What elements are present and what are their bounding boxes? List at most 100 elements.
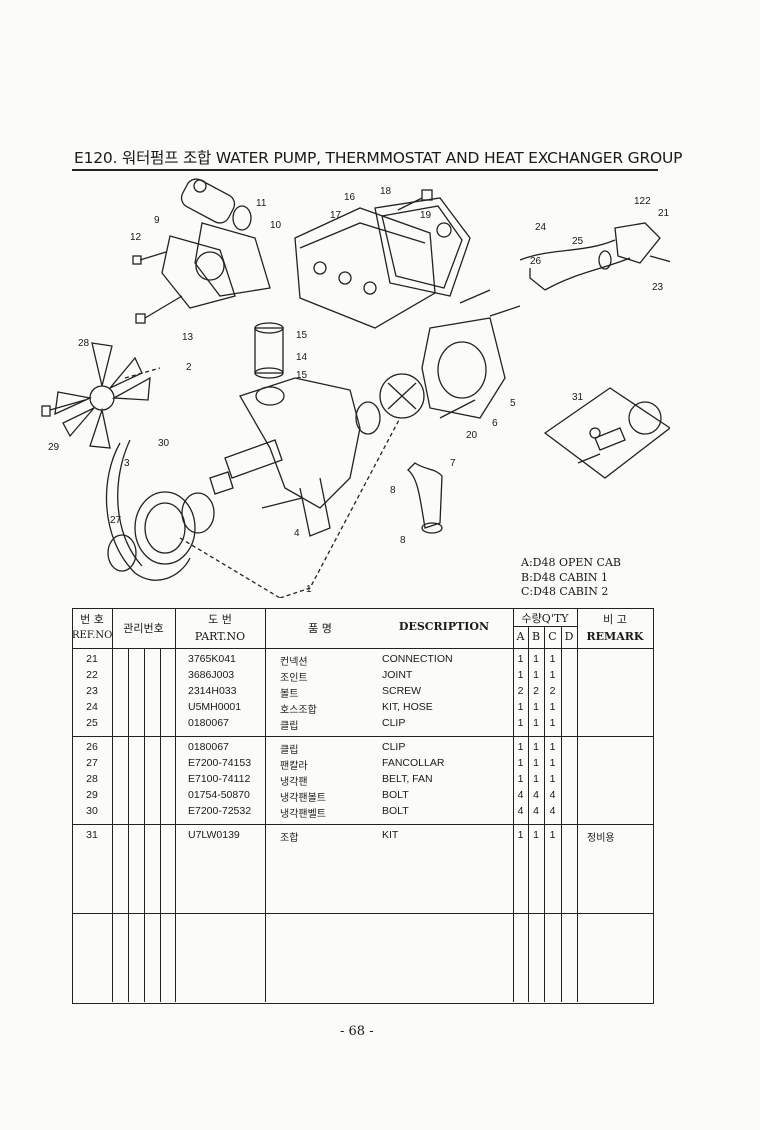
cell-name: 호스조합: [280, 705, 317, 716]
callout-23: 23: [652, 282, 664, 293]
cell-ref: 27: [86, 757, 98, 769]
callout-20: 20: [466, 430, 478, 441]
diagram-callouts: 11 10 9 12 13 16 17 18 19 122 21 24 25 2…: [48, 186, 670, 595]
callout-8a: 8: [390, 485, 396, 496]
callout-6: 6: [492, 418, 498, 429]
cell-name: 냉각팬벨트: [280, 809, 326, 820]
callout-25: 25: [572, 236, 584, 247]
cell-desc: BOLT: [382, 789, 409, 801]
header-qty-a: A: [516, 630, 525, 643]
cell-c: 1: [549, 717, 556, 729]
callout-30: 30: [158, 438, 170, 449]
page-number: - 68 -: [340, 1024, 374, 1039]
cell-ref: 28: [86, 773, 98, 785]
title-rule: [72, 169, 658, 171]
cell-b: 1: [533, 741, 539, 753]
cell-part: U5MH0001: [188, 701, 242, 713]
cell-c: 1: [549, 653, 556, 665]
cell-c: 1: [549, 757, 556, 769]
legend-c: C:D48 CABIN 2: [521, 585, 609, 598]
header-ref-en: REF.NO: [72, 630, 113, 641]
cell-b: 4: [533, 805, 539, 817]
cell-name: 팬칼라: [280, 761, 308, 772]
cell-b: 1: [533, 701, 539, 713]
cell-part: 2314H033: [188, 685, 237, 697]
callout-18: 18: [380, 186, 392, 197]
cell-desc: JOINT: [382, 669, 413, 681]
header-part-kr: 도 번: [208, 613, 232, 626]
cell-c: 4: [549, 805, 556, 817]
cell-c: 2: [549, 685, 556, 697]
callout-12: 12: [130, 232, 142, 243]
callout-3: 3: [124, 458, 130, 469]
cell-name: 클립: [280, 745, 299, 756]
header-qty-c: C: [548, 630, 557, 643]
parts-table: 번 호 REF.NO 관리번호 도 번 PART.NO 품 명 DESCRIPT…: [72, 608, 654, 1004]
header-description: DESCRIPTION: [398, 620, 490, 633]
cell-a: 4: [517, 805, 524, 817]
cell-desc: KIT, HOSE: [382, 701, 433, 713]
callout-4: 4: [294, 528, 300, 539]
header-part-en: PART.NO: [194, 630, 246, 643]
cell-name: 클립: [280, 721, 299, 732]
cell-part: E7200-74153: [188, 757, 252, 769]
cell-b: 1: [533, 773, 539, 785]
callout-15a: 15: [296, 330, 308, 341]
cell-ref: 29: [86, 789, 98, 801]
cell-ref: 24: [86, 701, 98, 713]
cell-b: 1: [533, 829, 539, 841]
cell-ref: 22: [86, 669, 98, 681]
cell-part: 0180067: [188, 717, 229, 729]
cell-ref: 31: [86, 829, 98, 841]
callout-24: 24: [535, 222, 547, 233]
cell-a: 1: [517, 829, 524, 841]
header-remark-en: REMARK: [586, 630, 644, 643]
callout-17: 17: [330, 210, 342, 221]
cell-a: 2: [517, 685, 524, 697]
cell-desc: KIT: [382, 829, 399, 841]
cell-a: 1: [517, 773, 524, 785]
cell-b: 2: [533, 685, 539, 697]
cell-part: 3765K041: [188, 653, 236, 665]
cell-a: 1: [517, 717, 524, 729]
cell-ref: 23: [86, 685, 98, 697]
callout-11: 11: [256, 198, 267, 209]
cell-name: 냉각팬: [280, 777, 308, 788]
cell-part: 0180067: [188, 741, 229, 753]
callout-122: 122: [634, 196, 651, 207]
cell-name: 조합: [280, 833, 299, 844]
cell-c: 1: [549, 773, 556, 785]
callout-29: 29: [48, 442, 60, 453]
cell-name: 컨넥션: [280, 657, 308, 668]
cell-ref: 25: [86, 717, 98, 729]
callout-10: 10: [270, 220, 282, 231]
cell-part: E7200-72532: [188, 805, 252, 817]
cell-desc: CLIP: [382, 741, 406, 753]
legend-b: B:D48 CABIN 1: [521, 570, 609, 584]
cell-b: 4: [533, 789, 539, 801]
callout-19: 19: [420, 210, 432, 221]
callout-28: 28: [78, 338, 90, 349]
cell-ref: 26: [86, 741, 98, 753]
header-qty-b: B: [531, 630, 541, 643]
cell-c: 1: [549, 669, 556, 681]
header-qty-d: D: [564, 630, 574, 643]
header-name-kr: 품 명: [308, 622, 332, 635]
exploded-parts-diagram: 11 10 9 12 13 16 17 18 19 122 21 24 25 2…: [41, 178, 670, 598]
cell-a: 1: [517, 757, 524, 769]
cell-name: 냉각팬볼트: [280, 793, 326, 804]
cell-b: 1: [533, 653, 539, 665]
cell-b: 1: [533, 757, 539, 769]
cell-a: 4: [517, 789, 524, 801]
header-qty-en: Q'TY: [541, 612, 569, 625]
callout-8b: 8: [400, 535, 406, 546]
cell-c: 1: [549, 701, 556, 713]
cell-desc: BELT, FAN: [382, 773, 433, 785]
cell-part: 01754-50870: [188, 789, 250, 801]
cell-desc: SCREW: [382, 685, 422, 697]
callout-7: 7: [450, 458, 456, 469]
cell-desc: BOLT: [382, 805, 409, 817]
cell-part: 3686J003: [188, 669, 235, 681]
cell-desc: CLIP: [382, 717, 406, 729]
callout-26: 26: [530, 256, 542, 267]
